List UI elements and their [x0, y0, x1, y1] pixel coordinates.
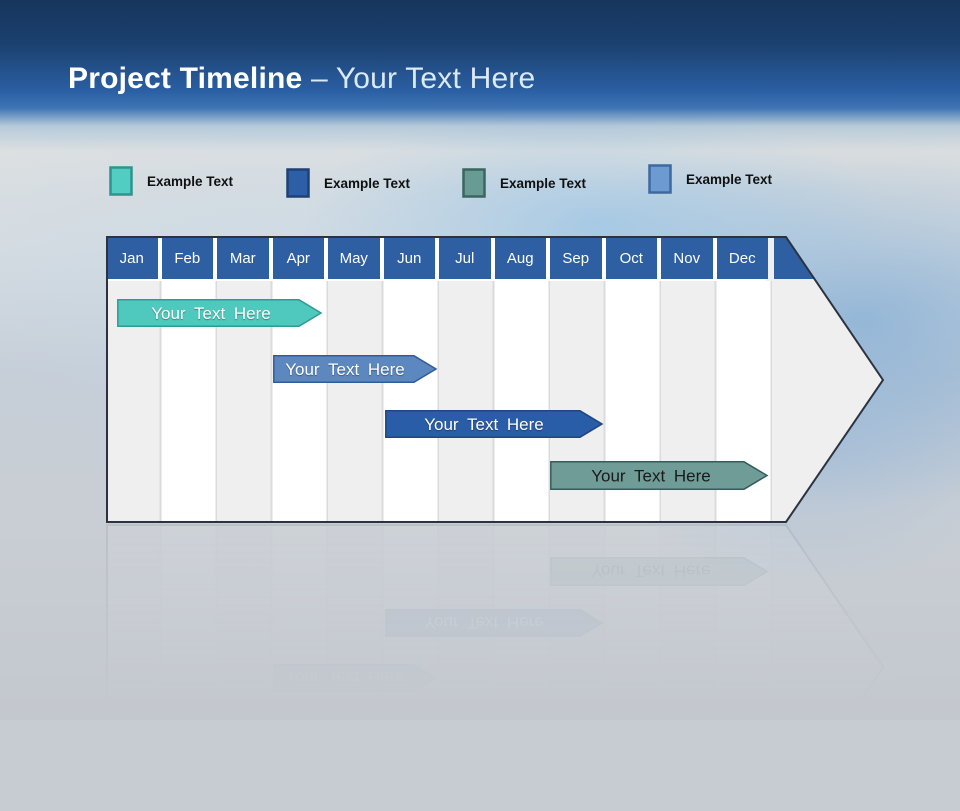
task-bar-1-label: Your Text Here: [151, 724, 271, 743]
month-cell: Sep: [550, 238, 602, 279]
task-bar-2-label: Your Text Here: [285, 360, 405, 379]
month-cell: Dec: [716, 238, 768, 279]
task-bar-3: Your Text Here: [385, 410, 604, 438]
swatch-rect: [462, 168, 486, 198]
month-cell: Aug: [495, 768, 547, 809]
title-subtitle: – Your Text Here: [302, 62, 536, 95]
header-corner-wedge: [106, 766, 884, 811]
task-bar-4: Your Text Here: [550, 461, 769, 490]
month-cell: Feb: [161, 238, 213, 279]
month-cell: Sep: [550, 768, 602, 809]
header-wedge-shape: [774, 768, 817, 809]
month-cell: Jul: [439, 238, 491, 279]
month-cell: Nov: [661, 768, 713, 809]
month-cell: Dec: [717, 768, 769, 809]
legend-label: Example Text: [686, 172, 773, 187]
timeline-body: Jan Feb Mar Apr May Jun Jul Aug Sep Oct …: [106, 236, 884, 523]
swatch-rect: [648, 164, 672, 194]
task-bar-3-shape: [385, 410, 604, 438]
month-cell: Jul: [439, 768, 491, 809]
legend-label: Example Text: [147, 174, 234, 189]
month-cell: Jun: [384, 768, 436, 809]
month-cell: Oct: [606, 768, 658, 809]
task-bar-1-shape: [118, 721, 321, 747]
month-cell: May: [328, 768, 380, 809]
month-cell: Nov: [661, 238, 713, 279]
swatch-rect: [109, 166, 133, 196]
month-cell: Feb: [162, 768, 214, 809]
swatch-rect: [286, 168, 310, 198]
header-wedge-shape: [774, 238, 817, 279]
month-cell: Mar: [217, 238, 269, 279]
task-bar-4-shape: [550, 461, 769, 490]
month-cell: Jun: [383, 238, 435, 279]
month-cell: Jan: [106, 238, 158, 279]
arrow-outline: [106, 236, 885, 523]
legend-swatch-lightblue-icon: [648, 164, 672, 194]
task-bar-1-label: Your Text Here: [151, 304, 271, 323]
legend-label: Example Text: [500, 176, 587, 191]
task-bar-2-shape: [273, 355, 438, 383]
arrow-outline-shape: [106, 236, 885, 523]
month-header-row: Jan Feb Mar Apr May Jun Jul Aug Sep Oct …: [106, 236, 884, 281]
month-cell: Apr: [273, 768, 325, 809]
month-cell: Jan: [106, 768, 158, 809]
legend-swatch-seagreen-icon: [462, 168, 486, 198]
legend-label: Example Text: [324, 176, 411, 191]
task-bar-1: Your Text Here: [117, 720, 322, 748]
header-corner-wedge: [774, 238, 817, 279]
title-main: Project Timeline: [68, 62, 303, 95]
month-cell: Aug: [494, 238, 546, 279]
month-cell: Apr: [272, 238, 324, 279]
month-cell: Oct: [605, 238, 657, 279]
task-bar-4-label: Your Text Here: [591, 467, 711, 486]
task-bar-1: Your Text Here: [117, 299, 323, 327]
legend-swatch-teal-icon: [109, 166, 133, 196]
month-cell: Mar: [217, 768, 269, 809]
timeline-chart: Jan Feb Mar Apr May Jun Jul Aug Sep Oct …: [106, 236, 885, 523]
page-title: Project Timeline – Your Text Here: [68, 62, 535, 96]
month-header-row: Jan Feb Mar Apr May Jun Jul Aug Sep Oct …: [106, 766, 884, 811]
month-cell: May: [328, 238, 380, 279]
task-bar-3-label: Your Text Here: [424, 415, 544, 434]
task-bar-2: Your Text Here: [273, 355, 438, 383]
legend-swatch-darkblue-icon: [286, 168, 310, 198]
task-bar-1-shape: [117, 299, 323, 327]
